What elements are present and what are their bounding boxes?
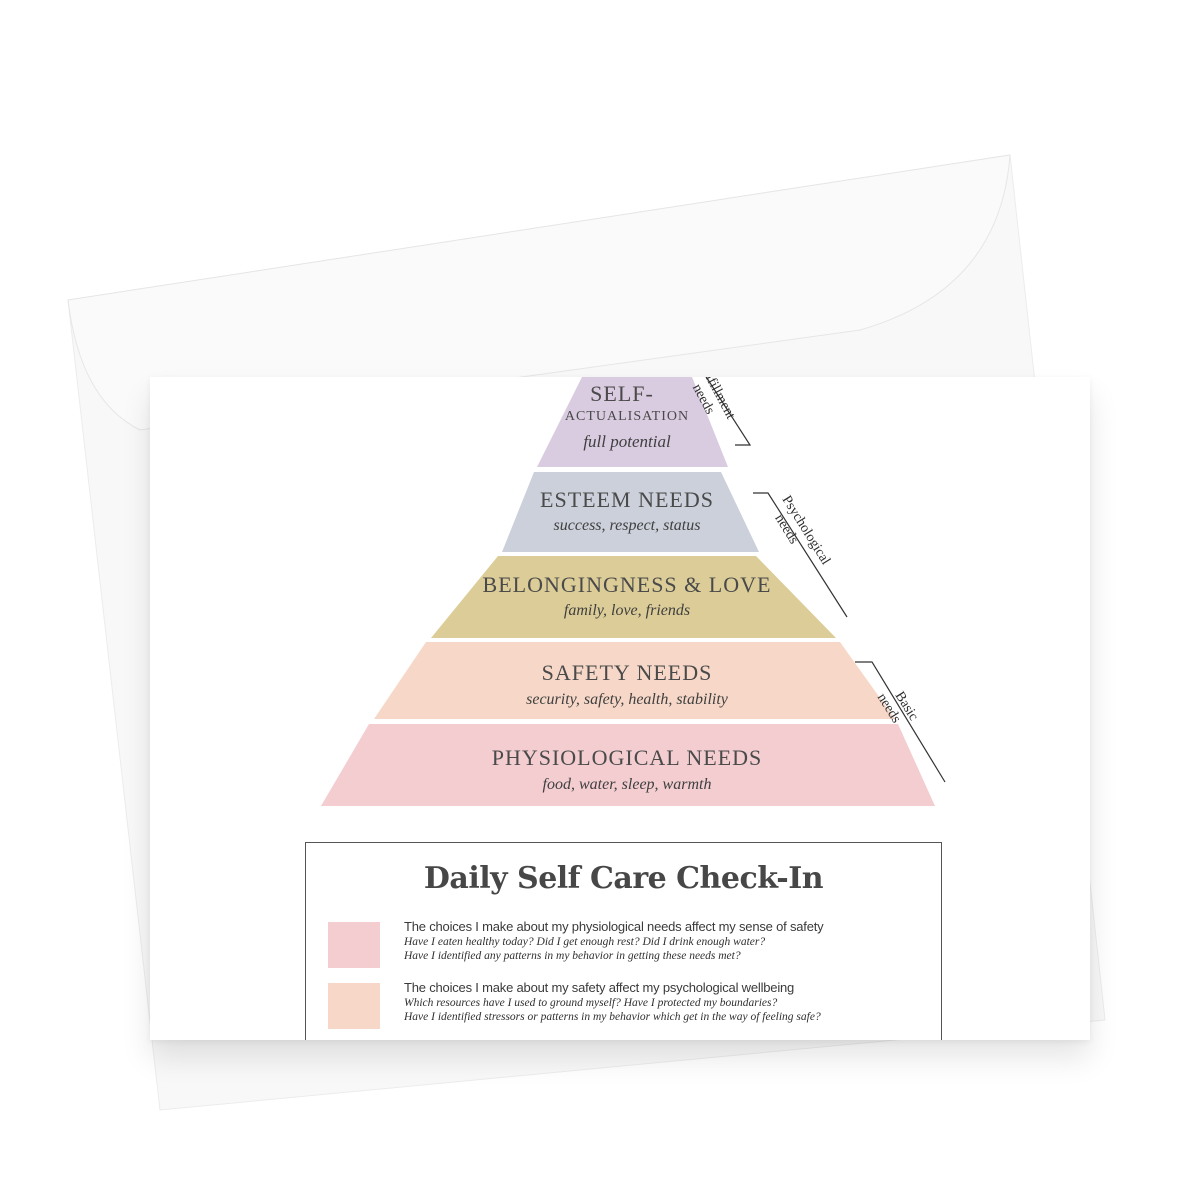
checkin-row-text: The choices I make about my safety affec… xyxy=(404,979,931,1024)
row-question-1: Have I eaten healthy today? Did I get en… xyxy=(404,936,766,948)
greeting-card: SELF- ACTUALISATION full potential ESTEE… xyxy=(150,377,1090,1040)
tier-self-actualisation-title-2: ACTUALISATION xyxy=(565,409,689,424)
tier-safety-subtitle: security, safety, health, stability xyxy=(526,691,729,708)
envelope-flap xyxy=(67,154,1011,431)
tier-esteem-subtitle: success, respect, status xyxy=(554,517,701,534)
bracket-fulfillment xyxy=(705,377,752,446)
bracket-basic xyxy=(855,661,946,783)
tier-self-actualisation xyxy=(537,377,728,467)
row-heading: The choices I make about my physiologica… xyxy=(404,919,824,934)
row-question-2: Have I identified stressors or patterns … xyxy=(404,1011,821,1023)
swatch-physiological xyxy=(328,922,380,968)
tier-safety xyxy=(374,642,895,719)
row-question-2: Have I identified any patterns in my beh… xyxy=(404,950,741,962)
tier-self-actualisation-title-1: SELF- xyxy=(590,381,654,406)
tier-self-actualisation-subtitle: full potential xyxy=(583,432,671,451)
checkin-title: Daily Self Care Check-In xyxy=(423,861,824,896)
tier-esteem xyxy=(502,472,759,552)
row-heading: The choices I make about my safety affec… xyxy=(404,980,795,995)
tier-physiological-subtitle: food, water, sleep, warmth xyxy=(543,776,712,793)
swatch-safety xyxy=(328,983,380,1029)
tier-physiological-title: PHYSIOLOGICAL NEEDS xyxy=(492,745,763,770)
tier-belonging xyxy=(431,556,836,638)
checkin-row-text: The choices I make about my physiologica… xyxy=(404,918,931,963)
row-question-1: Which resources have I used to ground my… xyxy=(404,997,778,1009)
label-psychological: Psychological needs xyxy=(771,493,833,568)
checkin-box: Daily Self Care Check-In The choices I m… xyxy=(305,842,942,1040)
checkin-row-safety: The choices I make about my safety affec… xyxy=(328,979,931,1039)
tier-safety-title: SAFETY NEEDS xyxy=(542,660,713,685)
checkin-row-physiological: The choices I make about my physiologica… xyxy=(328,918,931,978)
tier-physiological xyxy=(321,724,935,806)
tier-belonging-title: BELONGINGNESS & LOVE xyxy=(483,572,772,597)
bracket-psychological xyxy=(753,492,848,618)
tier-belonging-subtitle: family, love, friends xyxy=(564,602,690,619)
maslow-pyramid: SELF- ACTUALISATION full potential ESTEE… xyxy=(321,377,946,806)
tier-esteem-title: ESTEEM NEEDS xyxy=(540,487,714,512)
